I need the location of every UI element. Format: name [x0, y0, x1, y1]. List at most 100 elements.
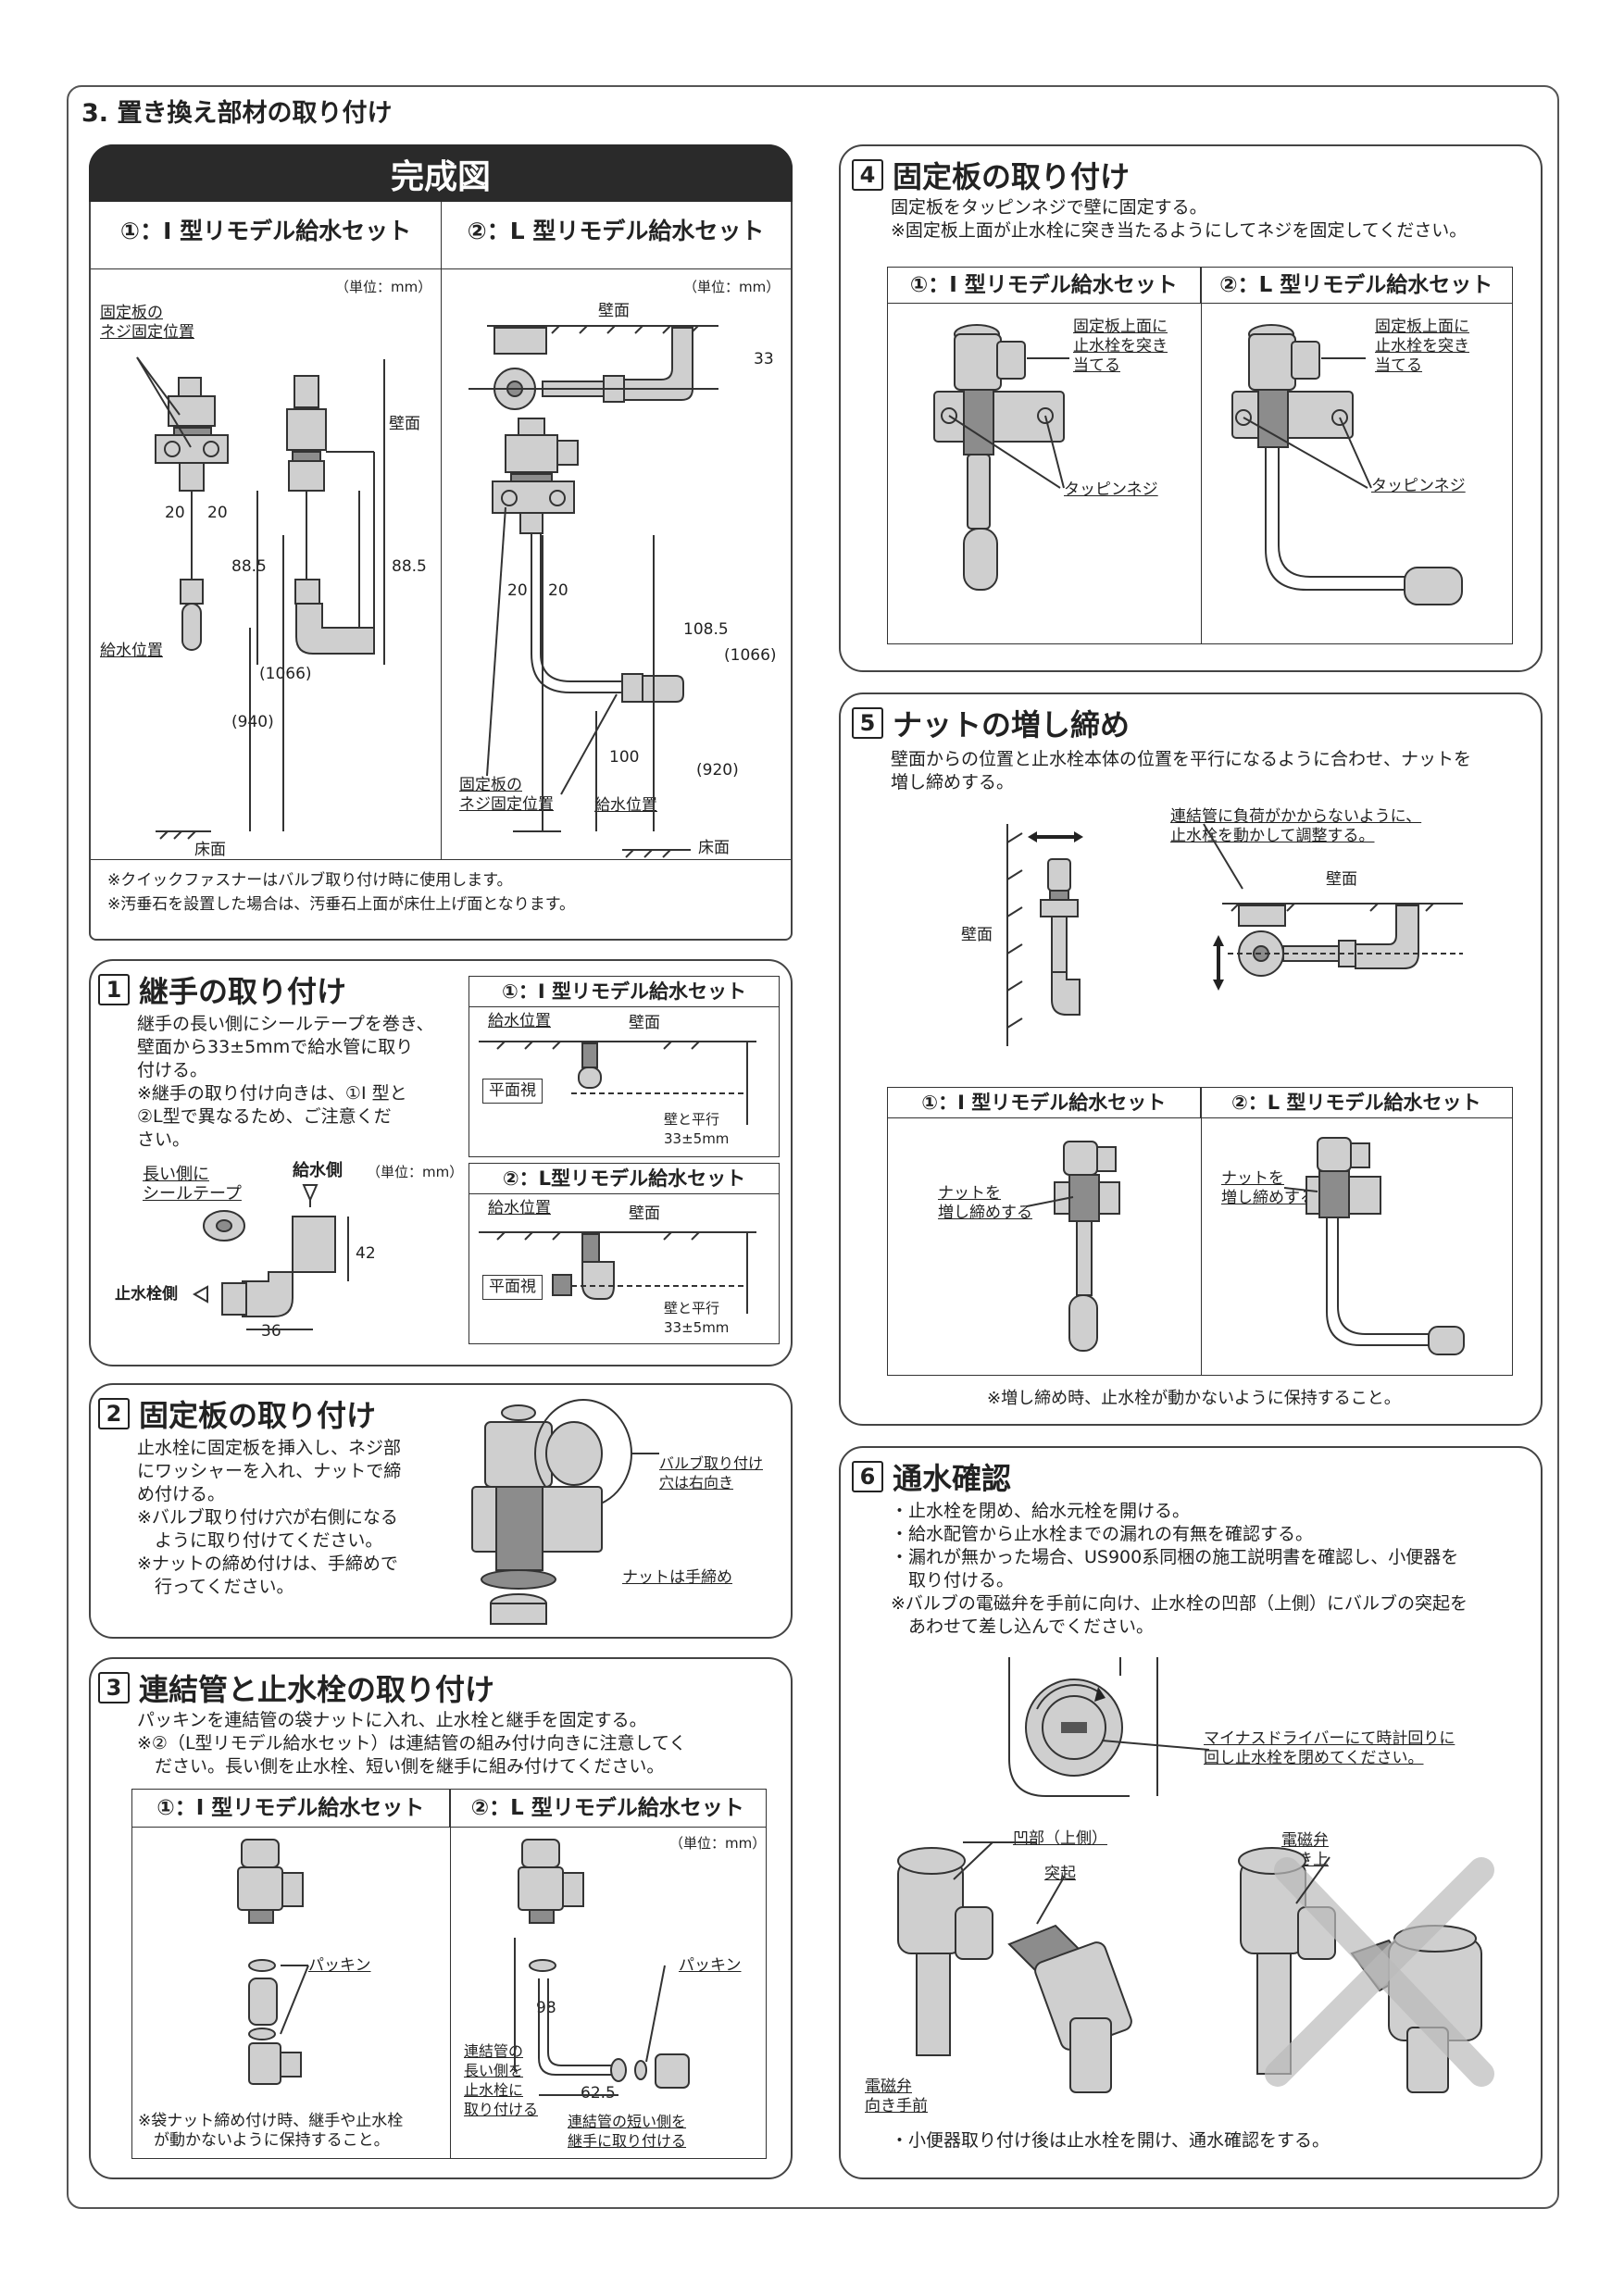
step5-col2-drawing: [1283, 1137, 1465, 1355]
page-frame: [67, 85, 1559, 2209]
step4-screw-2: タッピンネジ: [1371, 477, 1466, 495]
step5-box: [839, 693, 1543, 1426]
c2-dim-1085: 108.5: [683, 620, 729, 639]
step4-abut-1: 固定板上面に 止水栓を突き 当てる: [1073, 318, 1168, 375]
c2-dim-100: 100: [609, 748, 640, 767]
step6-close-valve-drawing: [1008, 1657, 1210, 1797]
step6-driver-note: マイナスドライバーにて時計回りに 回し止水栓を閉めてください。: [1204, 1729, 1455, 1767]
c2-dim-1066: (1066): [724, 646, 777, 665]
step4-title: 固定板の取り付け: [893, 159, 1131, 194]
step4-col-divider: [1201, 268, 1202, 643]
step5-title: ナットの増し締め: [893, 707, 1131, 742]
step2-hole-label: バルブ取り付け 穴は右向き: [659, 1454, 764, 1491]
step1-joint-drawing: [192, 1184, 349, 1330]
step4-number: 4: [852, 159, 883, 191]
step1-t1-supply: 給水位置: [488, 1012, 551, 1030]
step1-valve-side: 止水栓側: [115, 1285, 178, 1304]
c1-fix-pos-label: 固定板の ネジ固定位置: [100, 304, 194, 342]
step3-title: 連結管と止水栓の取り付け: [139, 1672, 495, 1707]
completion-col1-head: ①：I 型リモデル給水セット: [119, 218, 412, 244]
step6-final: ・小便器取り付け後は止水栓を開け、通水確認をする。: [891, 2130, 1330, 2151]
step2-plate-drawing: [471, 1399, 659, 1625]
step2-number: 2: [98, 1398, 130, 1429]
step4-col1-drawing: [933, 324, 1069, 591]
c2-dim-920: (920): [696, 761, 739, 780]
step2-text: 止水栓に固定板を挿入し、ネジ部 にワッシャーを入れ、ナットで締 め付ける。 ※バ…: [137, 1438, 402, 1597]
c1-dim-940: (940): [231, 713, 274, 731]
c2-faucet-drawing: [468, 325, 718, 858]
step6-text: ・止水栓を閉め、給水元栓を開ける。 ・給水配管から止水栓までの漏れの有無を確認す…: [891, 1501, 1468, 1637]
step6-number: 6: [852, 1461, 883, 1492]
step1-t2-wall: 壁面: [629, 1204, 660, 1223]
step1-t2-supply: 給水位置: [488, 1199, 551, 1217]
step4-screw-1: タッピンネジ: [1064, 480, 1158, 499]
step3-box: [89, 1657, 793, 2179]
step3-unit: （単位：mm）: [669, 1835, 767, 1852]
c1-dim-885b: 88.5: [392, 557, 427, 576]
step4-table: ①：I 型リモデル給水セット ②：L 型リモデル給水セット 固定板上面に 止水栓…: [887, 267, 1513, 644]
completion-col2-head: ②：L 型リモデル給水セット: [467, 218, 765, 244]
c2-dim-20b: 20: [548, 581, 568, 600]
step1-table2: ②：L型リモデル給水セット 給水位置 壁面 平面視 壁と平行 33±5mm: [468, 1163, 780, 1344]
step5-wall-left: 壁面: [961, 926, 993, 944]
step1-number: 1: [98, 974, 130, 1005]
step1-seal-label: 長い側に シールテープ: [143, 1165, 242, 1204]
step2-heading: 2 固定板の取り付け: [98, 1392, 376, 1435]
c1-dim-20b: 20: [207, 504, 228, 522]
step3-col1-head: ①：I 型リモデル給水セット: [156, 1796, 425, 1820]
c2-supply-label: 給水位置: [594, 796, 657, 815]
step5-col1-head: ①：I 型リモデル給水セット: [921, 1092, 1167, 1114]
step1-table1: ①：I 型リモデル給水セット 給水位置 壁面 平面視 壁と平行 33±5mm: [468, 976, 780, 1157]
step4-heading: 4 固定板の取り付け: [852, 154, 1130, 196]
step3-table: ①：I 型リモデル給水セット ②：L 型リモデル給水セット （単位：mm） パッ…: [131, 1789, 767, 2159]
step2-nut-label: ナットは手締め: [622, 1568, 732, 1587]
step6-heading: 6 通水確認: [852, 1455, 1011, 1498]
step6-solenoid-front: 電磁弁 向き手前: [865, 2078, 928, 2115]
completion-notes: ※クイックファスナーはバルブ取り付け時に使用します。 ※汚垂石を設置した場合は、…: [107, 871, 576, 914]
step4-abut-2: 固定板上面に 止水栓を突き 当てる: [1375, 318, 1469, 375]
step5-tighten-1: ナットを 増し締めする: [938, 1184, 1032, 1222]
c2-wall-label: 壁面: [598, 302, 630, 320]
completion-box: 完成図 ①：I 型リモデル給水セット ②：L 型リモデル給水セット ※クイックフ…: [89, 144, 793, 941]
step3-number: 3: [98, 1672, 130, 1703]
step5-text: 壁面からの位置と止水栓本体の位置を平行になるように合わせ、ナットを 増し締めする…: [891, 749, 1472, 792]
step1-title: 継手の取り付け: [139, 974, 347, 1009]
step5-tighten-2: ナットを 増し締めする: [1221, 1169, 1316, 1207]
c1-floor-label: 床面: [194, 841, 226, 859]
step3-packing2: パッキン: [679, 1956, 742, 1975]
step5-adjust-drawing: [1006, 823, 1463, 1046]
c2-unit: （単位：mm）: [683, 279, 781, 295]
step3-packing1: パッキン: [308, 1956, 371, 1975]
completion-title-bar: [89, 144, 793, 202]
step6-title: 通水確認: [893, 1461, 1012, 1496]
completion-title: 完成図: [390, 158, 491, 196]
step5-number: 5: [852, 707, 883, 739]
step1-t2-head: ②：L型リモデル給水セット: [502, 1167, 746, 1190]
step1-t2-plan-drawing: [479, 1231, 756, 1314]
c2-fix-pos-label: 固定板の ネジ固定位置: [459, 776, 554, 814]
section-title: 3. 置き換え部材の取り付け: [81, 99, 393, 128]
step1-t2-plan: 平面視: [482, 1275, 543, 1300]
step5-col2-head: ②：L 型リモデル給水セット: [1199, 1088, 1513, 1117]
step4-text: 固定板をタッピンネジで壁に固定する。 ※固定板上面が止水栓に突き当たるようにして…: [891, 197, 1468, 241]
step1-t1-parallel: 壁と平行 33±5mm: [664, 1111, 730, 1147]
step1-t1-plan-drawing: [479, 1041, 756, 1125]
step3-col2-head: ②：L 型リモデル給水セット: [448, 1790, 767, 1827]
step1-text: 継手の長い側にシールテープを巻き、 壁面から33±5mmで給水管に取り 付ける。…: [137, 1014, 434, 1150]
step1-t2-parallel: 壁と平行 33±5mm: [664, 1300, 730, 1336]
c2-floor-label: 床面: [698, 839, 730, 857]
step3-long-side: 連結管の 長い側を 止水栓に 取り付ける: [464, 2042, 539, 2118]
c1-unit: （単位：mm）: [335, 279, 432, 295]
step3-heading: 3 連結管と止水栓の取り付け: [98, 1666, 494, 1709]
step1-dim-36: 36: [261, 1322, 281, 1341]
c1-supply-label: 給水位置: [100, 642, 163, 660]
step1-t1-wall: 壁面: [629, 1014, 660, 1032]
c2-dim-20a: 20: [507, 581, 528, 600]
step5-col-divider: [1201, 1088, 1202, 1375]
step1-dim-42: 42: [356, 1244, 376, 1263]
step6-valve-insert-drawing: [897, 1841, 1494, 2093]
step3-col1-drawing: [237, 1839, 309, 2085]
c1-faucet-drawing: [136, 356, 385, 840]
completion-col-divider: [441, 202, 442, 859]
c1-dim-1066: (1066): [259, 665, 312, 683]
